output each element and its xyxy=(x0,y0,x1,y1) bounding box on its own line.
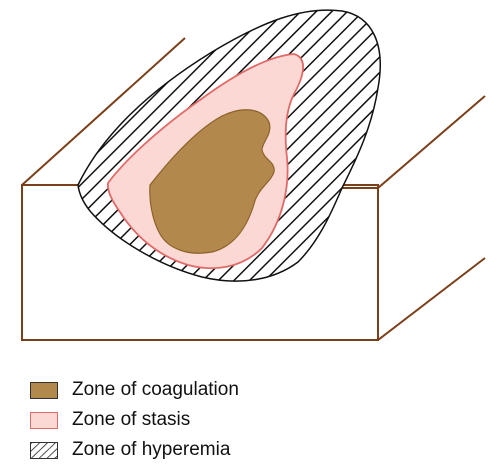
wound xyxy=(23,9,381,339)
stasis-swatch xyxy=(30,411,58,429)
block-back-left-edge xyxy=(21,37,186,186)
legend-label-coagulation: Zone of coagulation xyxy=(72,379,239,400)
block-back-right-edge xyxy=(377,95,486,189)
legend-item-hyperemia: Zone of hyperemia xyxy=(30,435,330,465)
hyperemia-swatch xyxy=(30,441,58,459)
coagulation-swatch xyxy=(30,381,58,399)
legend: Zone of coagulation Zone of stasis Zone … xyxy=(30,375,330,465)
block-side-bottom-edge xyxy=(377,257,486,341)
legend-label-hyperemia: Zone of hyperemia xyxy=(72,439,231,460)
legend-item-coagulation: Zone of coagulation xyxy=(30,375,330,405)
legend-item-stasis: Zone of stasis xyxy=(30,405,330,435)
zone-coagulation-region xyxy=(149,109,275,254)
hyperemia-mask-below-block-top xyxy=(23,186,63,339)
legend-label-stasis: Zone of stasis xyxy=(72,409,191,430)
